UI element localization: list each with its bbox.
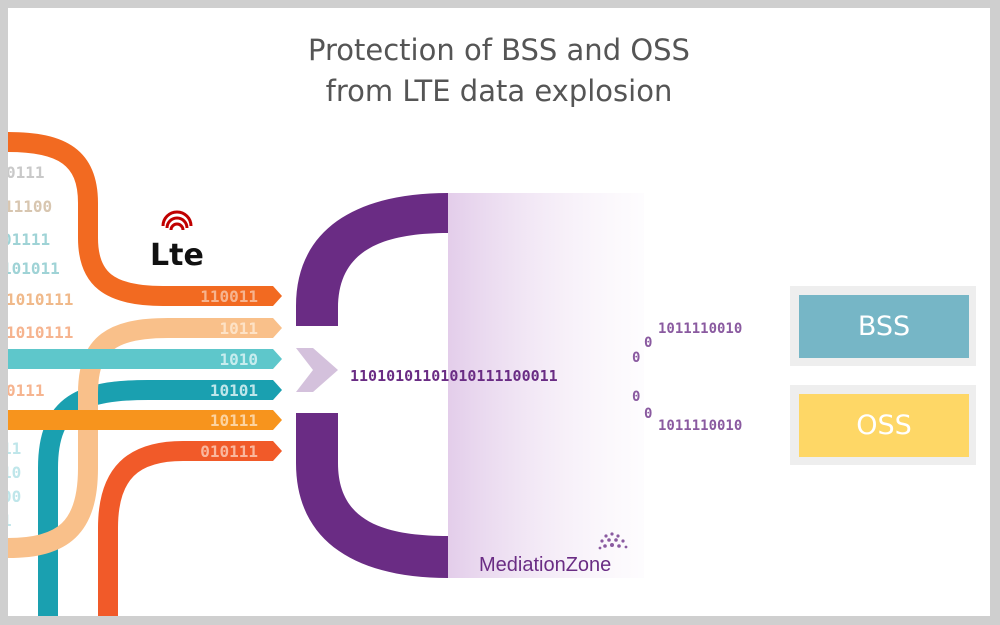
stream-teal-dark-curve bbox=[38, 380, 258, 616]
output-bits-oss: 1011110010 bbox=[658, 418, 742, 434]
bg-bits-7: 11 bbox=[8, 439, 21, 458]
oss-box: OSS bbox=[799, 394, 969, 457]
bg-bits-0: 0111 bbox=[8, 163, 45, 182]
stream-bits-peach: 1011 bbox=[219, 319, 258, 338]
stream-red-orange-curve bbox=[98, 441, 263, 616]
mediation-input-bits: 11010101101010111100011 bbox=[350, 367, 558, 385]
bracket-top bbox=[296, 193, 448, 326]
split-bit-2: 0 bbox=[632, 389, 640, 405]
stream-bits-teal-dark: 10101 bbox=[210, 381, 258, 400]
tip-teal-light bbox=[266, 349, 282, 369]
split-bit-1: 0 bbox=[632, 350, 640, 366]
split-bits: 0 0 0 0 bbox=[632, 335, 652, 422]
stream-bits-teal-light: 1010 bbox=[219, 350, 258, 369]
stream-bits-red-orange: 010111 bbox=[200, 442, 258, 461]
split-bit-0: 0 bbox=[644, 335, 652, 351]
bg-bits-2: 01111 bbox=[8, 230, 50, 249]
tip-amber bbox=[266, 410, 282, 430]
bg-bits-6: 0111 bbox=[8, 381, 45, 400]
bg-bits-3: 101011 bbox=[8, 259, 60, 278]
output-bits-bss: 1011110010 bbox=[658, 321, 742, 337]
tip-peach bbox=[263, 318, 282, 338]
slide-frame: Protection of BSS and OSS from LTE data … bbox=[8, 8, 990, 616]
bg-bits-8: 10 bbox=[8, 463, 21, 482]
background-bits: 0111 11100 01111 101011 1010111 1010111 … bbox=[8, 163, 73, 530]
bg-bits-10: 1 bbox=[8, 511, 12, 530]
lte-logo-text: Lte bbox=[150, 238, 204, 273]
stream-bits: 110011 1011 1010 10101 10111 010111 bbox=[200, 287, 258, 461]
signal-waves-icon bbox=[161, 210, 193, 231]
bg-bits-1: 11100 bbox=[8, 197, 52, 216]
stream-peach-curve bbox=[8, 318, 263, 558]
input-chevron bbox=[296, 348, 338, 392]
oss-label: OSS bbox=[856, 410, 912, 441]
title-line-2: from LTE data explosion bbox=[325, 74, 673, 108]
stream-bits-orange: 110011 bbox=[200, 287, 258, 306]
bg-bits-4: 1010111 bbox=[8, 290, 73, 309]
mediationzone-dots-icon bbox=[598, 532, 628, 550]
split-bit-3: 0 bbox=[644, 406, 652, 422]
stream-arrow-tips bbox=[258, 286, 282, 461]
slide-title: Protection of BSS and OSS from LTE data … bbox=[8, 30, 990, 112]
mediation-zone-block bbox=[296, 193, 644, 578]
mediationzone-wordmark: MediationZone bbox=[479, 554, 611, 576]
bss-box: BSS bbox=[799, 295, 969, 358]
title-line-1: Protection of BSS and OSS bbox=[308, 33, 690, 67]
tip-teal-dark bbox=[258, 380, 282, 400]
stream-bits-amber: 10111 bbox=[210, 411, 258, 430]
bracket-bottom bbox=[296, 413, 448, 578]
stream-orange-curve bbox=[8, 132, 263, 306]
bg-bits-9: 00 bbox=[8, 487, 21, 506]
bss-label: BSS bbox=[857, 311, 911, 342]
data-streams bbox=[8, 132, 268, 616]
lte-logo: Lte bbox=[150, 210, 204, 273]
mediation-fade-panel bbox=[448, 193, 644, 578]
tip-red-orange bbox=[263, 441, 282, 461]
bg-bits-5: 1010111 bbox=[8, 323, 73, 342]
tip-orange bbox=[263, 286, 282, 306]
mediationzone-logo: MediationZone bbox=[479, 532, 628, 576]
